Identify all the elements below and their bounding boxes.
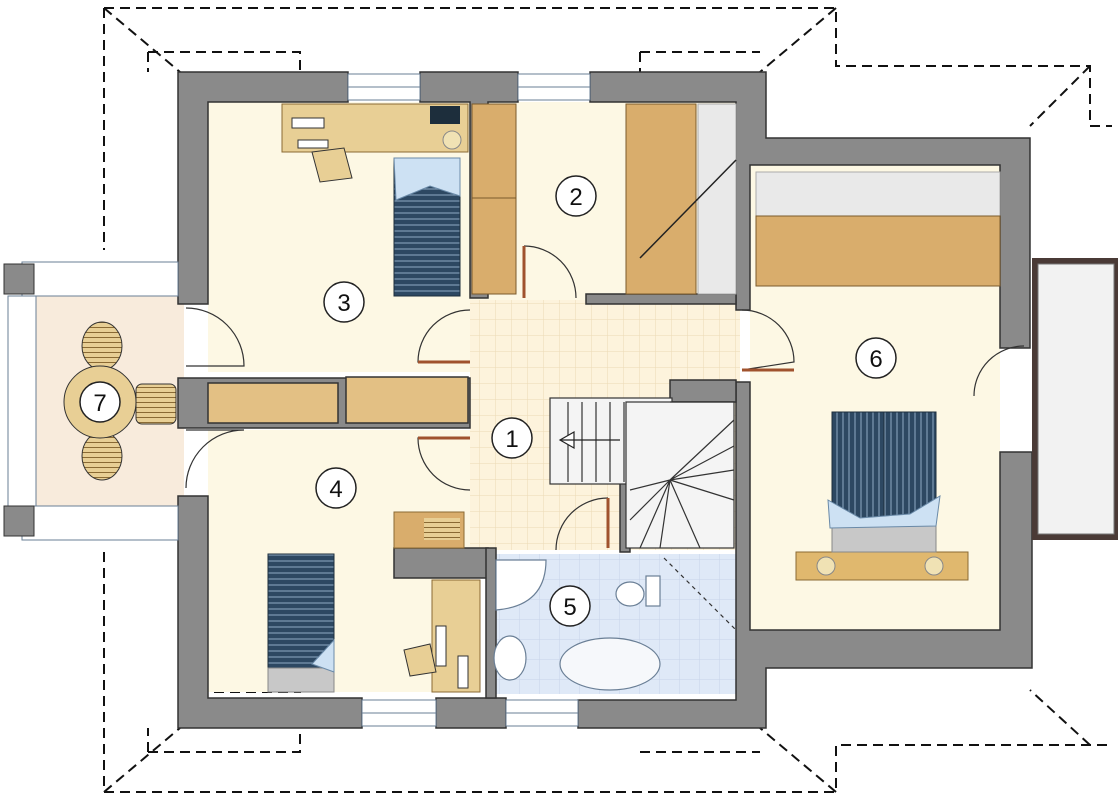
desk-room-3 <box>281 103 469 183</box>
wardrobes <box>471 103 1001 295</box>
room-label-4: 4 <box>315 467 357 509</box>
svg-text:3: 3 <box>337 290 350 317</box>
doors <box>185 245 1025 551</box>
svg-text:6: 6 <box>869 346 882 373</box>
svg-text:5: 5 <box>563 594 576 621</box>
room-label-5: 5 <box>549 585 591 627</box>
bed-room-6 <box>827 411 941 553</box>
door-leaves <box>418 246 794 548</box>
bed-room-4 <box>267 553 335 693</box>
wardrobe-main-top <box>755 171 1001 217</box>
room-label-6: 6 <box>855 337 897 379</box>
svg-text:1: 1 <box>505 426 518 453</box>
svg-text:4: 4 <box>329 476 342 503</box>
walls <box>177 71 1033 729</box>
balcony-railing <box>3 261 179 541</box>
svg-text:2: 2 <box>569 184 582 211</box>
room-label-7: 7 <box>79 381 121 423</box>
room-label-2: 2 <box>555 175 597 217</box>
desk-room-6 <box>795 551 969 581</box>
wardrobe-left <box>471 103 517 295</box>
bathroom-fixtures <box>493 557 737 691</box>
right-balcony <box>1032 258 1118 540</box>
room-label-1: 1 <box>491 417 533 459</box>
svg-text:7: 7 <box>93 390 106 417</box>
bed-room-3 <box>393 157 461 297</box>
desk-room-4 <box>393 511 481 693</box>
wardrobe-right <box>625 103 697 295</box>
windows <box>347 73 591 727</box>
wardrobe-main <box>755 215 1001 287</box>
room-label-3: 3 <box>323 281 365 323</box>
staircase <box>549 397 735 549</box>
